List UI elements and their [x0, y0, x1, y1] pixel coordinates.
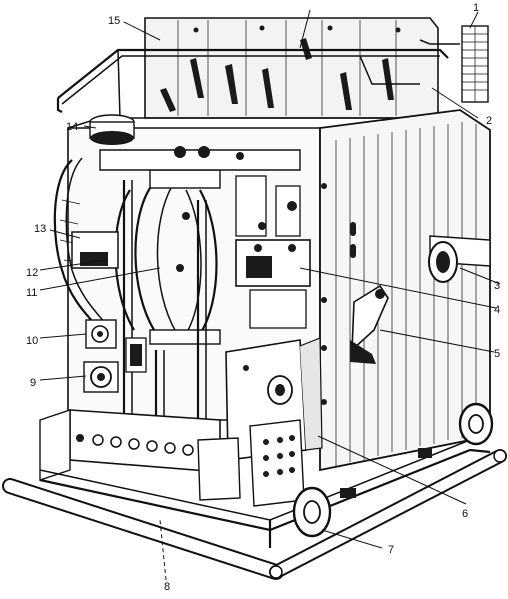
cable-harness [53, 157, 107, 331]
callout-13: 13 [34, 223, 46, 235]
callout-9: 9 [30, 377, 36, 389]
callout-12: 12 [26, 267, 38, 279]
contact-assembly [114, 169, 221, 345]
callout-3: 3 [494, 280, 500, 292]
arc-chute-block [144, 17, 439, 119]
chassis-base [2, 402, 507, 580]
leader-lines [39, 9, 501, 581]
lifting-handle [56, 39, 460, 119]
callout-2: 2 [486, 115, 492, 127]
callout-labels: 1 2 3 4 5 6 7 8 9 10 11 12 13 14 15 [26, 2, 500, 593]
callout-15: 15 [108, 15, 120, 27]
callout-4: 4 [494, 304, 500, 316]
side-cover-panel [319, 109, 491, 472]
callout-10: 10 [26, 335, 38, 347]
callout-8: 8 [164, 581, 170, 593]
upper-mechanism [99, 146, 301, 237]
callout-7: 7 [388, 544, 394, 556]
callout-6: 6 [462, 508, 468, 520]
front-terminal-panel [69, 409, 305, 507]
terminal-strip [461, 25, 489, 103]
callout-14: 14 [66, 121, 78, 133]
callout-5: 5 [494, 348, 500, 360]
guide-rods [122, 180, 207, 420]
spool-14 [89, 114, 135, 145]
callout-1: 1 [473, 2, 479, 14]
contact-block [235, 239, 311, 329]
callout-11: 11 [26, 287, 37, 299]
